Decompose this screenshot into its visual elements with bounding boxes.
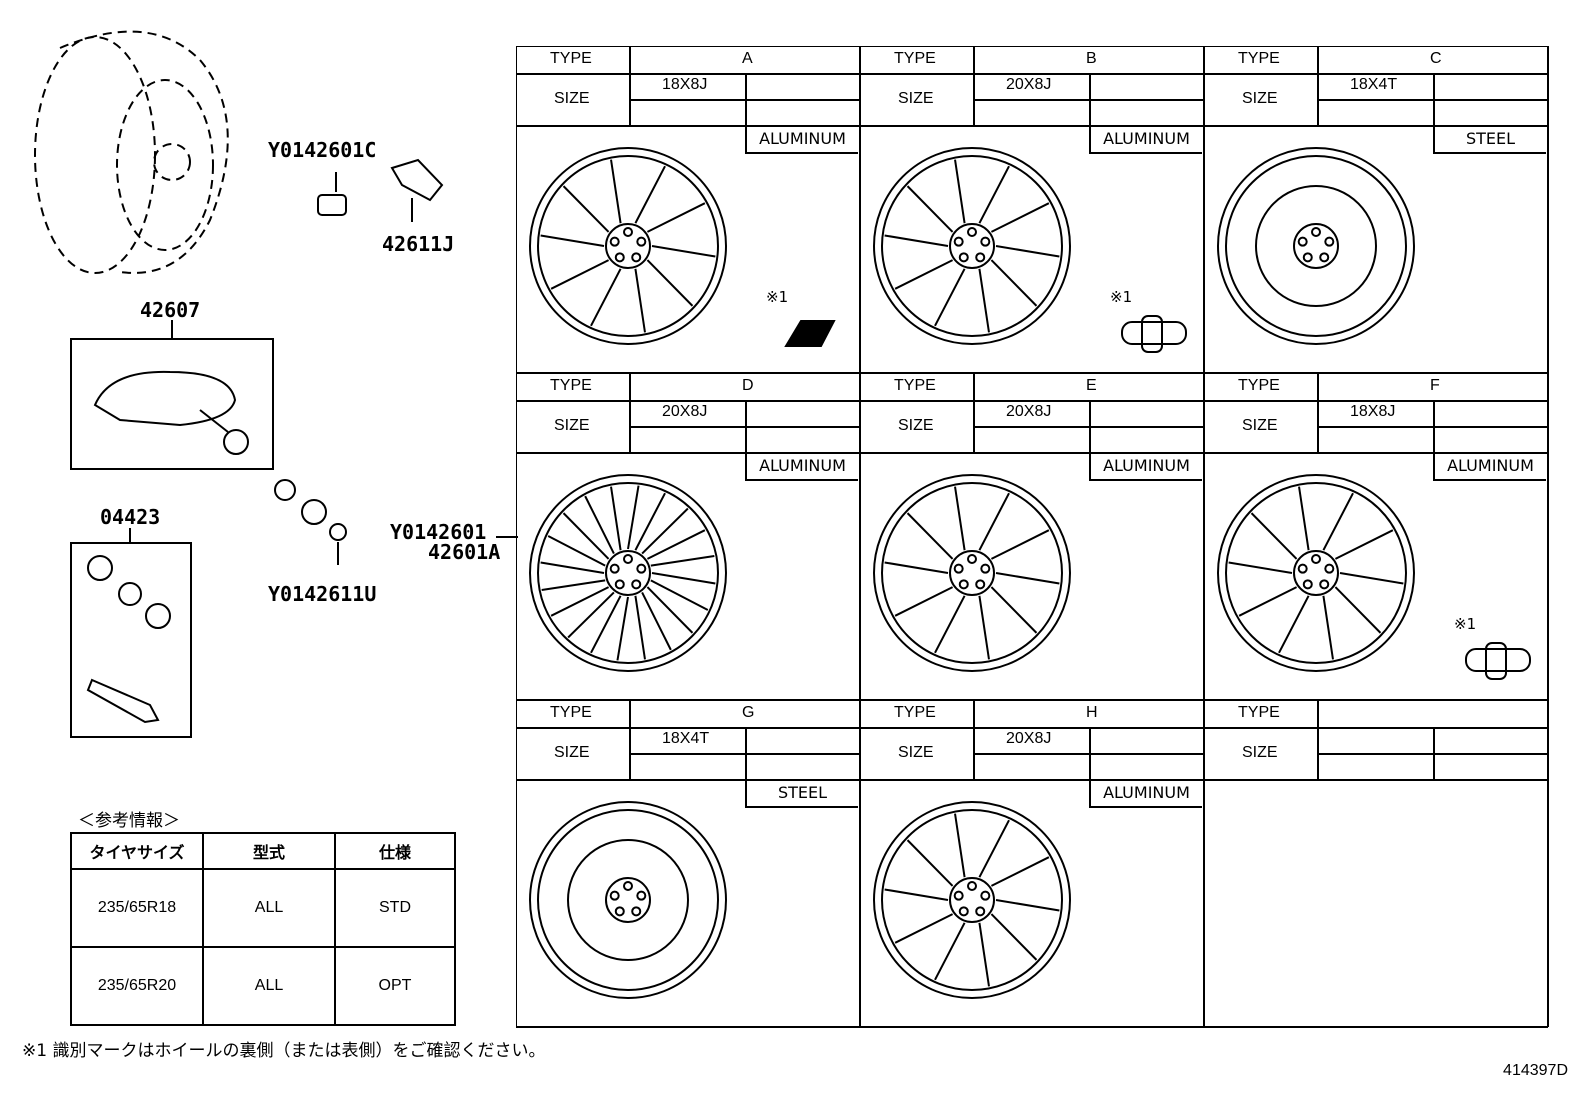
reference-title: ＜参考情報＞ bbox=[78, 811, 180, 831]
washer-set-icon bbox=[274, 479, 347, 565]
ref-header-model: 型式 bbox=[202, 832, 336, 870]
size-value: 20X8J bbox=[1006, 403, 1052, 420]
material-label: ALUMINUM bbox=[1433, 453, 1546, 481]
wheel-icon bbox=[873, 147, 1071, 345]
mark-reference: ※1 bbox=[766, 288, 789, 306]
part-number-valve-cap: 42611J bbox=[382, 232, 455, 256]
size-value: 18X4T bbox=[662, 730, 710, 747]
ref-cell: 235/65R20 bbox=[70, 946, 204, 1026]
part-number-wheel-2: 42601A bbox=[428, 540, 501, 564]
material-label: STEEL bbox=[745, 780, 858, 808]
wheel-panel: TYPE SIZE bbox=[1204, 700, 1549, 1028]
identification-mark-icon bbox=[1465, 642, 1531, 680]
reference-table: タイヤサイズ 型式 仕様 235/65R18 ALL STD 235/65R20… bbox=[70, 832, 456, 1026]
panel-frame bbox=[516, 700, 861, 1028]
wheel-icon bbox=[529, 801, 727, 999]
ref-cell: ALL bbox=[202, 946, 336, 1026]
type-label: TYPE bbox=[894, 704, 936, 721]
footnote: ※1 識別マークはホイールの裏側（または表側）をご確認ください。 bbox=[22, 1041, 546, 1061]
wheel-panel: TYPE SIZE B 20X8J ALUMINUM ※1 bbox=[860, 46, 1205, 374]
valve-stem-icon bbox=[317, 172, 347, 216]
type-label: TYPE bbox=[894, 377, 936, 394]
wheel-panel: TYPE SIZE C 18X4T STEEL bbox=[1204, 46, 1549, 374]
wheel-panel: TYPE SIZE F 18X8J ALUMINUM ※1 bbox=[1204, 373, 1549, 701]
size-label: SIZE bbox=[1242, 90, 1278, 107]
size-label: SIZE bbox=[898, 417, 934, 434]
type-value: H bbox=[1086, 704, 1098, 721]
wheel-panel: TYPE SIZE A 18X8J ALUMINUM ※1 bbox=[516, 46, 861, 374]
size-value: 18X8J bbox=[1350, 403, 1396, 420]
panel-frame bbox=[1204, 46, 1549, 374]
type-label: TYPE bbox=[1238, 50, 1280, 67]
size-value: 20X8J bbox=[1006, 730, 1052, 747]
type-value: B bbox=[1086, 50, 1097, 67]
kit-box bbox=[70, 542, 192, 738]
ref-header-spec: 仕様 bbox=[334, 832, 456, 870]
kit-parts-icon bbox=[86, 555, 171, 724]
material-label: ALUMINUM bbox=[745, 453, 858, 481]
type-value: E bbox=[1086, 377, 1097, 394]
part-number-kit: 04423 bbox=[100, 505, 161, 529]
rim-outline-icon bbox=[34, 30, 229, 274]
type-value: C bbox=[1430, 50, 1442, 67]
tpms-sensor-icon bbox=[93, 370, 249, 455]
material-label: ALUMINUM bbox=[745, 126, 858, 154]
size-value: 18X4T bbox=[1350, 76, 1398, 93]
size-label: SIZE bbox=[554, 744, 590, 761]
type-value: A bbox=[742, 50, 753, 67]
size-value: 20X8J bbox=[662, 403, 708, 420]
ref-cell: OPT bbox=[334, 946, 456, 1026]
material-label: ALUMINUM bbox=[1089, 126, 1202, 154]
type-label: TYPE bbox=[550, 704, 592, 721]
size-label: SIZE bbox=[1242, 417, 1278, 434]
ref-cell: ALL bbox=[202, 868, 336, 948]
material-label: STEEL bbox=[1433, 126, 1546, 154]
size-label: SIZE bbox=[898, 90, 934, 107]
size-value: 20X8J bbox=[1006, 76, 1052, 93]
type-label: TYPE bbox=[1238, 377, 1280, 394]
wheel-panel: TYPE SIZE G 18X4T STEEL bbox=[516, 700, 861, 1028]
type-value: G bbox=[742, 704, 755, 721]
wheel-icon bbox=[873, 474, 1071, 672]
size-label: SIZE bbox=[554, 417, 590, 434]
mark-reference: ※1 bbox=[1110, 288, 1133, 306]
size-label: SIZE bbox=[898, 744, 934, 761]
ref-cell: 235/65R18 bbox=[70, 868, 204, 948]
wheel-panel: TYPE SIZE D 20X8J ALUMINUM bbox=[516, 373, 861, 701]
wheel-panel: TYPE SIZE H 20X8J ALUMINUM bbox=[860, 700, 1205, 1028]
type-value: D bbox=[742, 377, 754, 394]
part-number-rim: Y0142601C bbox=[268, 138, 377, 162]
diagram-code: 414397D bbox=[1503, 1062, 1568, 1079]
material-label: ALUMINUM bbox=[1089, 453, 1202, 481]
ref-header-tire-size: タイヤサイズ bbox=[70, 832, 204, 870]
part-number-sensor: 42607 bbox=[140, 298, 201, 322]
parts-illustration bbox=[34, 30, 518, 724]
wheel-icon bbox=[529, 147, 727, 345]
part-number-wheel-1: Y0142601 bbox=[390, 520, 487, 544]
identification-mark-icon bbox=[1121, 315, 1187, 353]
size-label: SIZE bbox=[1242, 744, 1278, 761]
sensor-box bbox=[70, 338, 274, 470]
size-label: SIZE bbox=[554, 90, 590, 107]
wheel-icon bbox=[529, 474, 727, 672]
panel-frame bbox=[1204, 700, 1549, 1028]
size-value: 18X8J bbox=[662, 76, 708, 93]
part-number-washer-set: Y0142611U bbox=[268, 582, 377, 606]
type-label: TYPE bbox=[1238, 704, 1280, 721]
valve-cap-icon bbox=[390, 158, 444, 222]
material-label: ALUMINUM bbox=[1089, 780, 1202, 808]
type-value: F bbox=[1430, 377, 1440, 394]
wheel-icon bbox=[873, 801, 1071, 999]
identification-mark-icon bbox=[784, 320, 836, 347]
wheel-icon bbox=[1217, 474, 1415, 672]
wheel-icon bbox=[1217, 147, 1415, 345]
mark-reference: ※1 bbox=[1454, 615, 1477, 633]
type-label: TYPE bbox=[550, 50, 592, 67]
type-label: TYPE bbox=[894, 50, 936, 67]
panel-frame bbox=[516, 373, 861, 701]
wheel-panel: TYPE SIZE E 20X8J ALUMINUM bbox=[860, 373, 1205, 701]
ref-cell: STD bbox=[334, 868, 456, 948]
type-label: TYPE bbox=[550, 377, 592, 394]
